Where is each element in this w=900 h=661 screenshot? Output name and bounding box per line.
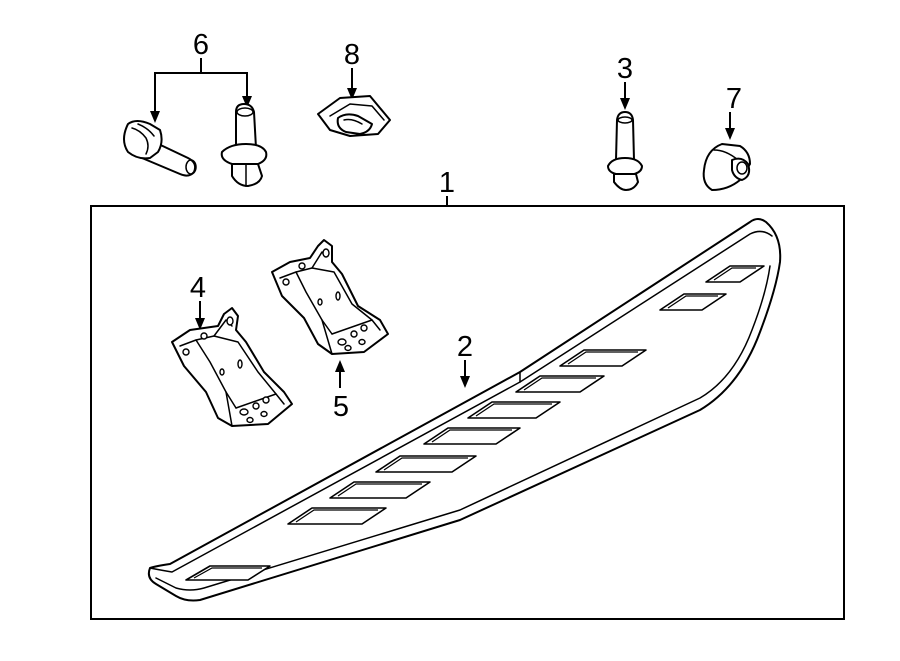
- callout-3[interactable]: 3: [617, 53, 633, 110]
- bolt-6b[interactable]: [220, 103, 268, 187]
- callout-5-arrow: [335, 360, 345, 372]
- callout-1-label: 1: [439, 167, 455, 199]
- step-slots: [185, 265, 765, 581]
- callout-6-bracket: [154, 72, 248, 113]
- callout-2-label: 2: [457, 331, 473, 363]
- callout-4-label: 4: [190, 272, 206, 304]
- callout-8-label: 8: [344, 39, 360, 71]
- callout-4-arrow: [195, 318, 205, 330]
- callout-6[interactable]: 6: [150, 29, 252, 123]
- callout-6-arrow-left: [150, 111, 160, 123]
- clip-nut-7[interactable]: [702, 143, 751, 191]
- clip-retainer-8[interactable]: [317, 95, 391, 137]
- callout-6-arrow-right: [242, 96, 252, 108]
- callout-1[interactable]: 1: [439, 167, 455, 206]
- callout-6-label: 6: [193, 29, 209, 61]
- bracket-4[interactable]: [171, 307, 293, 427]
- callout-2-arrow: [460, 376, 470, 388]
- running-board-2[interactable]: [147, 218, 782, 602]
- callout-7-arrow: [725, 128, 735, 140]
- bracket-5[interactable]: [271, 239, 389, 355]
- callout-3-arrow: [620, 98, 630, 110]
- callout-8[interactable]: 8: [344, 39, 360, 100]
- stud-bolt-3[interactable]: [607, 111, 643, 191]
- callout-2[interactable]: 2: [457, 331, 473, 388]
- assembly-frame: [90, 205, 845, 620]
- callout-5-label: 5: [333, 391, 349, 423]
- callout-7[interactable]: 7: [725, 83, 742, 140]
- callout-5[interactable]: 5: [333, 360, 349, 423]
- callout-7-label: 7: [726, 83, 742, 115]
- callout-8-arrow: [347, 88, 357, 100]
- bolt-6a[interactable]: [123, 120, 197, 177]
- callout-3-label: 3: [617, 53, 633, 85]
- callout-4[interactable]: 4: [190, 272, 206, 330]
